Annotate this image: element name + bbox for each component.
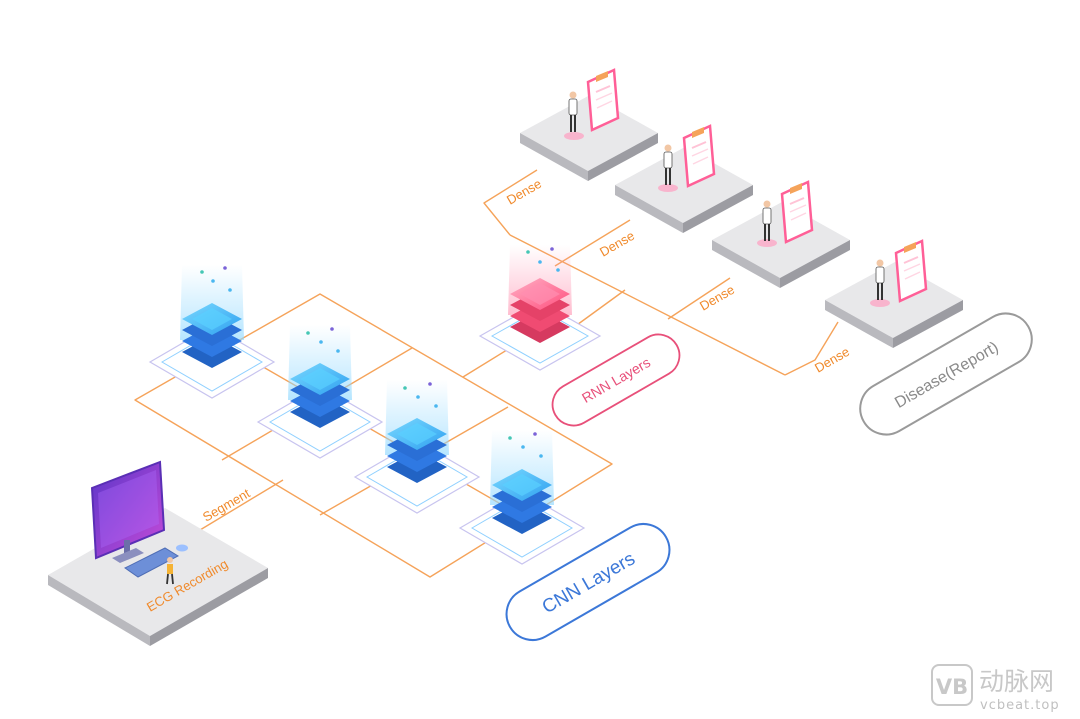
doctor-icon (875, 259, 885, 300)
watermark-domain: vcbeat.top (980, 698, 1060, 713)
doctor-icon (663, 144, 673, 185)
clipboard-icon (682, 124, 716, 188)
cnn-node (353, 380, 481, 514)
watermark-brand: 动脉网 (979, 667, 1054, 696)
connection-lines (134, 169, 839, 578)
doctor-icon (762, 200, 772, 241)
keyboard-icon (124, 544, 188, 578)
cnn-nodes (148, 265, 586, 565)
output-platform-3 (712, 202, 850, 288)
dense-label-1: Dense (504, 176, 544, 208)
dense-label-2: Dense (597, 228, 637, 260)
doctor-figures (568, 91, 885, 300)
output-platform-2 (615, 147, 753, 233)
clipboard-icon (586, 68, 620, 132)
watermark-logo-icon (931, 664, 973, 706)
watermark-logo-text: VB (936, 675, 968, 699)
dense-label-4: Dense (812, 344, 852, 376)
ecg-recording-station: ECG Recording (48, 460, 268, 646)
cnn-node (458, 430, 586, 565)
clipboard-icon (894, 239, 928, 303)
segment-label: Segment (200, 485, 253, 524)
rnn-node (478, 245, 602, 371)
cnn-node (256, 325, 384, 459)
person-icon (166, 557, 174, 585)
report-clipboards (586, 68, 928, 303)
monitor-icon (90, 460, 166, 563)
doctor-icon (568, 91, 578, 132)
output-platform-4 (825, 262, 963, 348)
output-platform-1 (520, 95, 658, 181)
cnn-node (148, 265, 276, 399)
output-platforms (520, 95, 963, 348)
watermark: VB 动脉网 vcbeat.top (931, 664, 1060, 713)
clipboard-icon (780, 180, 814, 244)
